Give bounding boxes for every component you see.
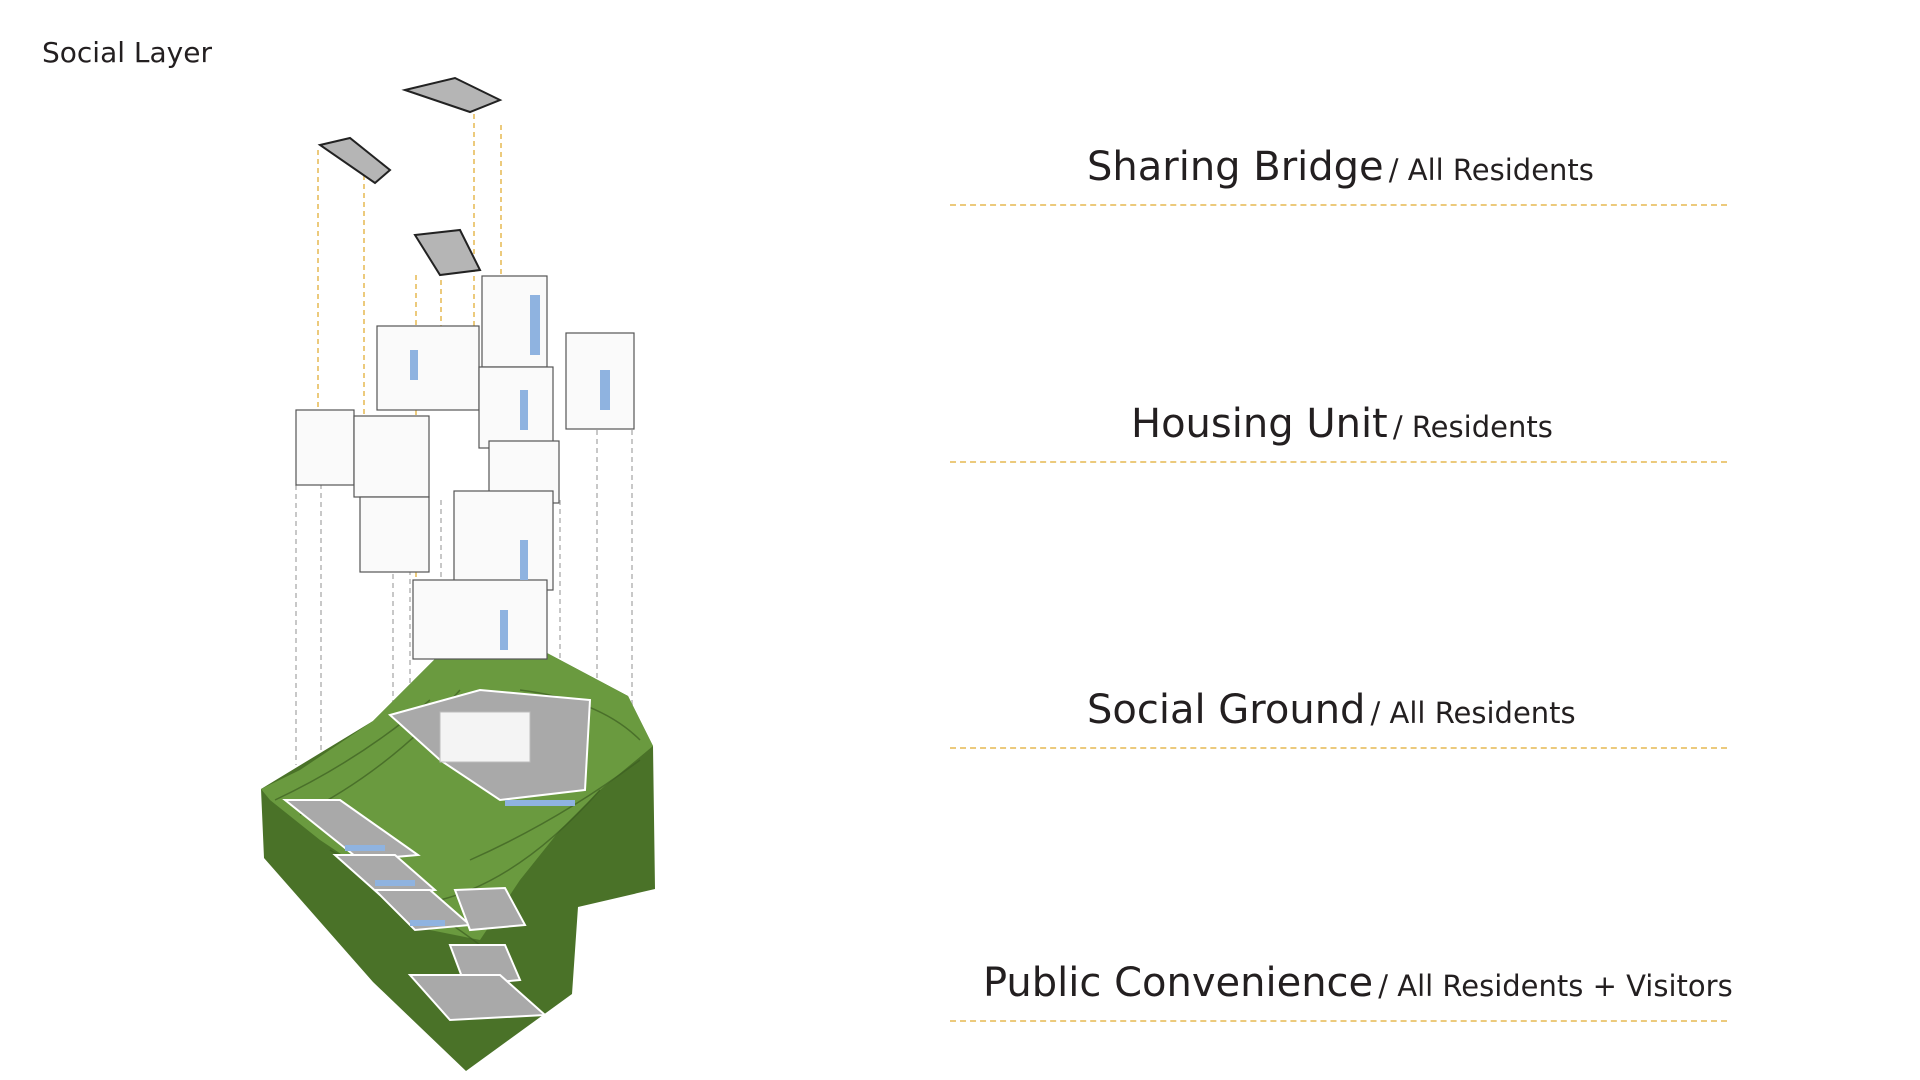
divider — [950, 1020, 1727, 1022]
layer-housing-unit: Housing Unit / Residents — [950, 401, 1727, 463]
layer-name: Housing Unit — [1131, 401, 1388, 447]
layer-audience: / All Residents — [1388, 153, 1594, 187]
unit-windows — [410, 295, 610, 650]
layer-audience: / All Residents — [1370, 696, 1576, 730]
layer-public-convenience: Public Convenience / All Residents + Vis… — [950, 960, 1733, 1022]
layer-social-ground: Social Ground / All Residents — [950, 687, 1727, 749]
layer-audience: / Residents — [1392, 410, 1553, 444]
layer-name: Social Ground — [1087, 687, 1366, 733]
divider — [950, 461, 1727, 463]
layer-name: Public Convenience — [983, 960, 1374, 1006]
divider — [950, 747, 1727, 749]
divider — [950, 204, 1727, 206]
layer-audience: / All Residents + Visitors — [1378, 969, 1733, 1003]
layer-sharing-bridge: Sharing Bridge / All Residents — [950, 144, 1727, 206]
glazing — [345, 800, 575, 926]
diagram-title: Social Layer — [42, 36, 212, 69]
housing-units — [295, 275, 635, 660]
courtyard-grid — [439, 711, 531, 763]
layer-name: Sharing Bridge — [1087, 144, 1384, 190]
sharing-bridges — [317, 76, 503, 277]
